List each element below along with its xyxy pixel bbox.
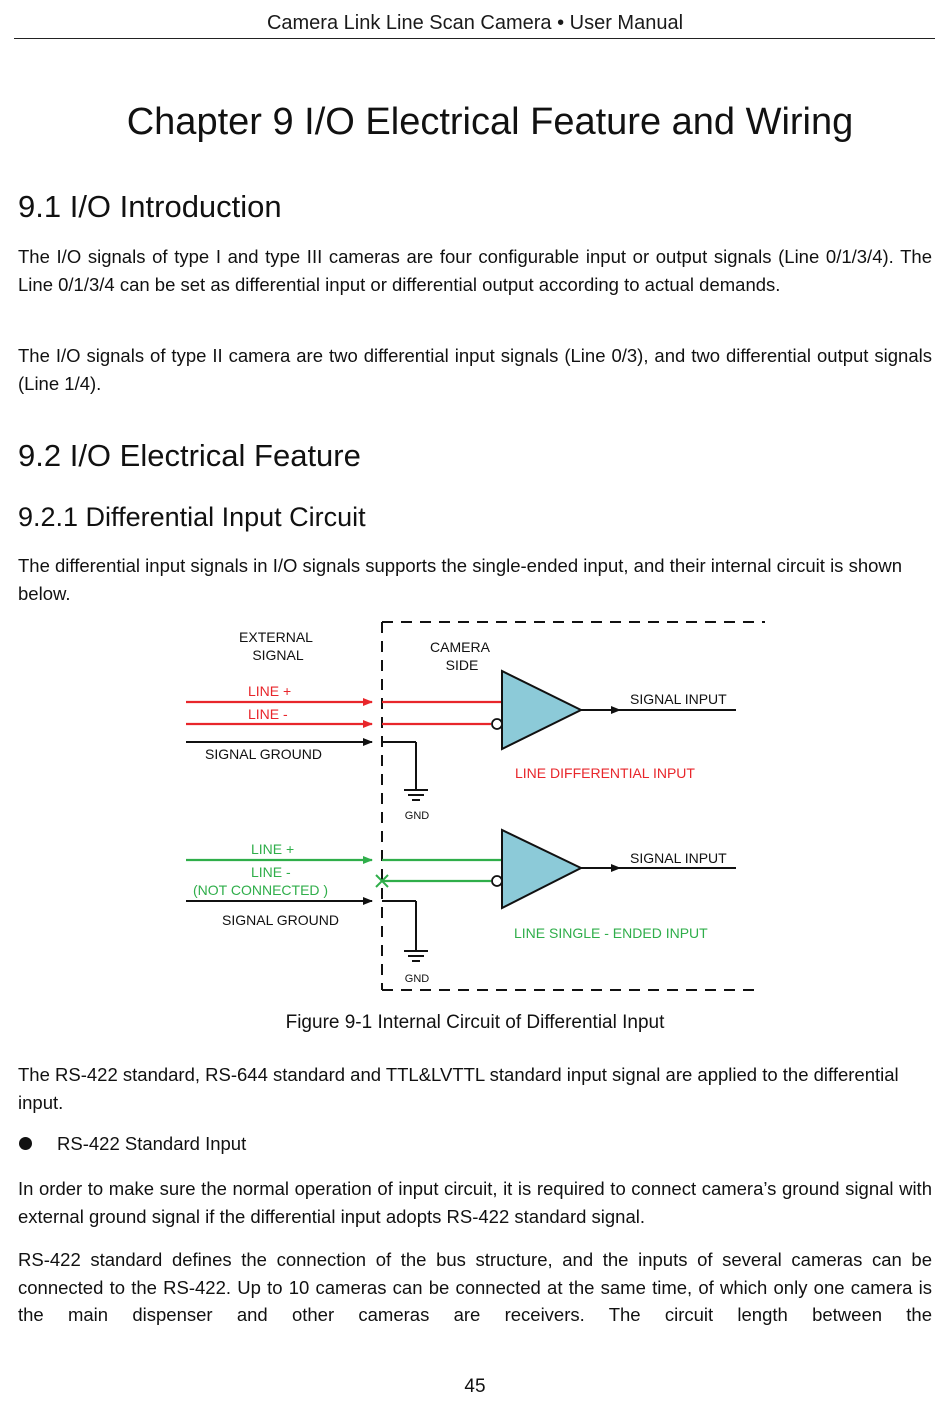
section-heading-9-2: 9.2 I/O Electrical Feature — [18, 438, 361, 473]
external-signal-label-line2: SIGNAL — [252, 647, 304, 663]
subsection-heading-9-2-1: 9.2.1 Differential Input Circuit — [18, 502, 366, 532]
running-header: Camera Link Line Scan Camera • User Manu… — [266, 12, 684, 34]
bottom-gnd-label: GND — [405, 973, 430, 985]
section-heading-9-1: 9.1 I/O Introduction — [18, 189, 282, 224]
intro-paragraph-2: The I/O signals of type II camera are tw… — [18, 345, 932, 394]
line-differential-input-label: LINE DIFFERENTIAL INPUT — [515, 765, 695, 781]
camera-side-label-line1: CAMERA — [430, 639, 491, 655]
top-signal-ground-label: SIGNAL GROUND — [205, 746, 322, 762]
differential-input-circuit-diagram: EXTERNAL SIGNAL CAMERA SIDE LINE + LINE … — [186, 621, 765, 991]
figure-caption: Figure 9-1 Internal Circuit of Different… — [285, 1012, 665, 1033]
bullet-marker — [19, 1137, 32, 1150]
top-gnd-label: GND — [405, 810, 430, 822]
page-number: 45 — [464, 1376, 486, 1397]
top-gnd-symbol — [404, 789, 428, 801]
camera-side-label-line2: SIDE — [446, 657, 479, 673]
top-line-minus-label: LINE - — [248, 706, 288, 722]
line-single-ended-input-label: LINE SINGLE - ENDED INPUT — [514, 925, 708, 941]
top-line-plus-label: LINE + — [248, 683, 291, 699]
intro-paragraph-1: The I/O signals of type I and type III c… — [18, 246, 932, 295]
bottom-signal-ground-label: SIGNAL GROUND — [222, 912, 339, 928]
top-signal-input-label: SIGNAL INPUT — [630, 691, 727, 707]
camera-side-boundary — [381, 621, 765, 991]
bottom-line-minus-label: LINE - — [251, 864, 291, 880]
not-connected-label: (NOT CONNECTED ) — [193, 882, 328, 898]
bottom-signal-input-label: SIGNAL INPUT — [630, 850, 727, 866]
standards-paragraph: The RS-422 standard, RS-644 standard and… — [18, 1064, 899, 1113]
external-signal-label-line1: EXTERNAL — [239, 629, 313, 645]
rs422-paragraph-1: In order to make sure the normal operati… — [18, 1178, 932, 1227]
bottom-signal-ground-wire — [186, 897, 417, 951]
chapter-title: Chapter 9 I/O Electrical Feature and Wir… — [126, 101, 854, 143]
bullet-rs422-label: RS-422 Standard Input — [57, 1133, 247, 1154]
top-signal-ground-wire — [186, 738, 417, 790]
circuit-intro-paragraph: The differential input signals in I/O si… — [18, 555, 903, 604]
bottom-buffer-amplifier — [491, 828, 584, 910]
bottom-line-plus-label: LINE + — [251, 841, 294, 857]
header-divider — [14, 38, 935, 39]
top-buffer-amplifier — [491, 669, 584, 751]
bottom-line-minus-wire — [375, 874, 491, 888]
bottom-gnd-symbol — [404, 950, 428, 962]
rs422-paragraph-2: RS-422 standard defines the connection o… — [18, 1249, 932, 1325]
